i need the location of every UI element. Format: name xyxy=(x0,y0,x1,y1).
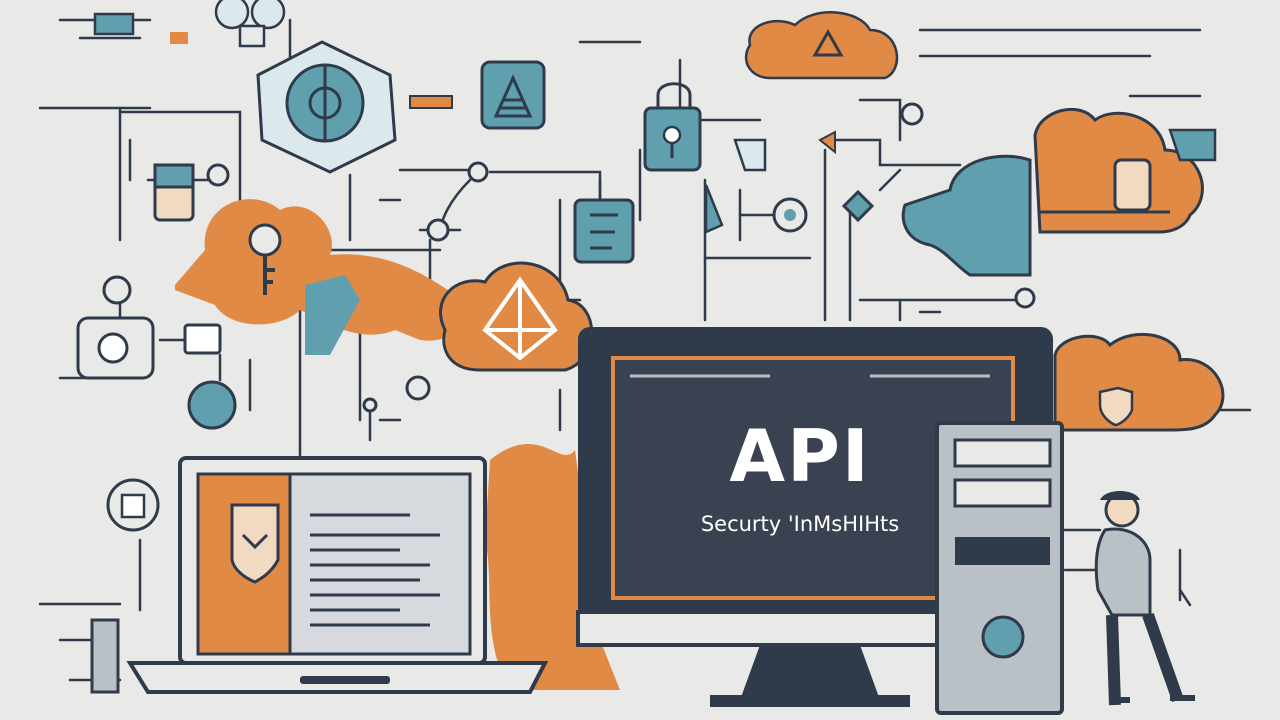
network-nodes xyxy=(102,102,1036,413)
monitor-subtitle: Securty 'InMsHIHts xyxy=(700,512,900,536)
person-icon xyxy=(1094,491,1195,706)
padlock-icon xyxy=(643,82,702,172)
cloud-network-icon xyxy=(439,261,594,372)
cloud-shield-icon xyxy=(1053,332,1225,432)
shield-icon xyxy=(230,503,280,584)
cloud-warning-icon xyxy=(744,11,899,80)
cloud-database-icon xyxy=(901,107,1217,277)
monitor-title: API xyxy=(729,414,871,498)
camera-icon xyxy=(76,316,222,380)
server-tower xyxy=(935,421,1064,715)
database-icon xyxy=(573,198,635,264)
laptop xyxy=(126,456,549,694)
cloud-key-icon xyxy=(175,199,461,355)
diamond-node-icon xyxy=(704,130,875,234)
lock-icon xyxy=(153,163,195,222)
top-left-icons xyxy=(93,0,286,48)
hexagon-target-icon xyxy=(256,40,397,174)
target-node-icon xyxy=(90,380,237,694)
triangle-badge-icon xyxy=(409,60,546,130)
